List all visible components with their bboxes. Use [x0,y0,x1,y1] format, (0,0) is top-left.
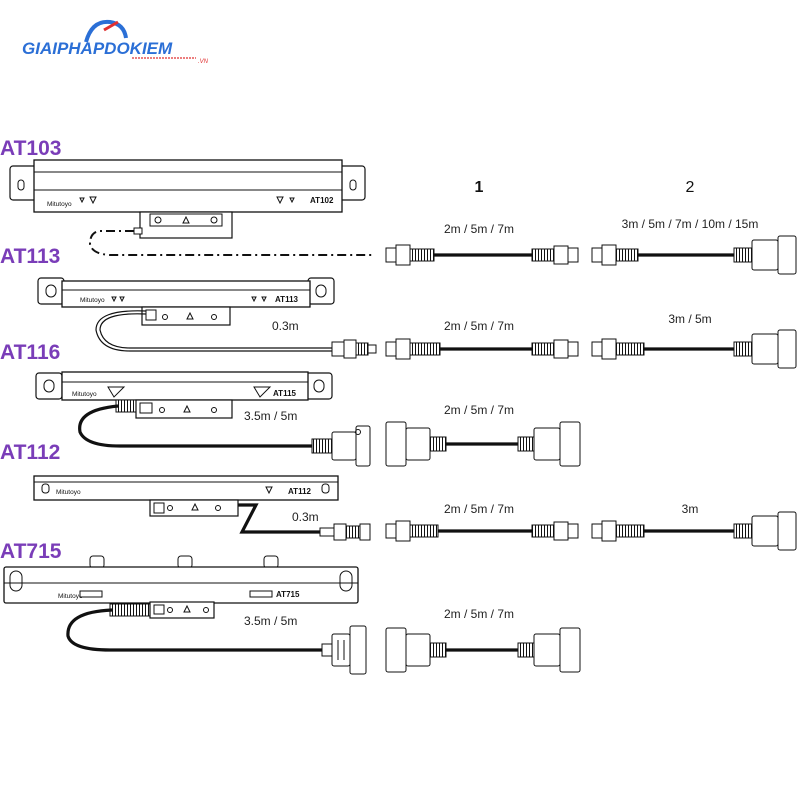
scale-tag: AT112 [288,487,312,496]
head-cable-length: 0.3m [272,319,299,333]
brand-mark: Mitutoyo [47,201,72,208]
cable-2-length: 3m / 5m / 7m / 10m / 15m [622,217,759,231]
brand-mark: Mitutoyo [80,297,105,304]
male-connector [331,339,377,359]
model-label-at715: AT715 [0,540,62,563]
cable-1-length: 2m / 5m / 7m [444,502,514,516]
head-cable-thin [99,313,332,349]
brand-mark: Mitutoyo [58,593,83,600]
head-cable-length: 3.5m / 5m [244,614,297,628]
d-sub-connector [321,625,367,675]
cable-2-length: 3m [682,502,699,516]
extension-cable-1 [385,338,579,360]
extension-cable-1 [385,421,581,467]
scale-at715: Mitutoyo AT715 [3,555,359,619]
cable-2-length: 3m / 5m [668,312,711,326]
head-cable-zigzag [238,503,320,534]
model-label-at112: AT112 [0,441,60,464]
extension-cable-1 [385,520,579,542]
extension-cable-2 [591,329,797,369]
column-1-label: 1 [475,179,484,196]
scale-tag: AT102 [310,196,334,205]
scale-tag: AT715 [276,590,300,599]
head-cable-length: 0.3m [292,510,319,524]
logo-text: GIAIPHAPDOKIEM [22,39,173,58]
scale-tag: AT113 [275,295,299,304]
brand-mark: Mitutoyo [72,391,97,398]
scale-at103: Mitutoyo AT102 [9,159,366,239]
scale-at113: Mitutoyo AT113 [37,277,335,326]
head-cable-length: 3.5m / 5m [244,409,297,423]
scale-at116: Mitutoyo AT115 [35,371,333,419]
site-logo: GIAIPHAPDOKIEM .VN [22,19,209,65]
extension-cable-2 [591,511,797,551]
logo-swoosh-icon [84,19,128,43]
head-cable-dashed [88,230,372,256]
model-label-at116: AT116 [0,341,60,364]
model-label-at103: AT103 [0,137,61,160]
scale-at112: Mitutoyo AT112 [33,475,339,517]
column-2-label: 2 [686,179,695,196]
logo-suffix: .VN [198,59,209,65]
model-label-at113: AT113 [0,245,60,268]
extension-cable-1 [385,244,579,266]
cable-1-length: 2m / 5m / 7m [444,607,514,621]
brand-mark: Mitutoyo [56,489,81,496]
d-sub-connector [311,425,371,467]
scale-tag: AT115 [273,389,297,398]
extension-cable-1 [385,627,581,673]
extension-cable-2 [591,235,797,275]
head-cable-thick [78,404,312,448]
cable-1-length: 2m / 5m / 7m [444,222,514,236]
head-cable-thick [66,608,322,652]
male-connector [319,523,371,541]
cable-1-length: 2m / 5m / 7m [444,403,514,417]
cable-1-length: 2m / 5m / 7m [444,319,514,333]
